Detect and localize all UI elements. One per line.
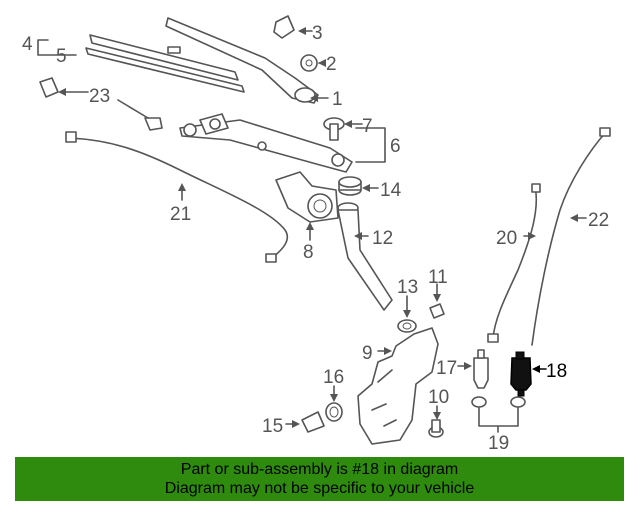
callout-19: 19: [488, 433, 509, 454]
wiper-linkage-part-6[interactable]: [179, 113, 353, 173]
callout-7: 7: [362, 116, 373, 137]
hose-part-22[interactable]: [531, 127, 611, 346]
nut-part-2[interactable]: [300, 54, 318, 72]
callout-16: 16: [323, 367, 344, 388]
seal-part-13[interactable]: [397, 319, 417, 333]
bolt-part-10[interactable]: [428, 419, 444, 438]
washer-pump-part-18-highlighted[interactable]: [510, 351, 532, 397]
filler-neck-part-12[interactable]: [337, 202, 393, 311]
washer-pump-part-17[interactable]: [473, 349, 489, 389]
leader-6: [355, 127, 386, 163]
callout-22: 22: [588, 210, 609, 231]
callout-11: 11: [428, 267, 448, 288]
grommet-part-16[interactable]: [325, 402, 343, 422]
callout-20: 20: [496, 228, 517, 249]
wiper-arm-part-1[interactable]: [165, 17, 319, 104]
callout-8: 8: [303, 242, 314, 263]
callout-10: 10: [428, 387, 449, 408]
callout-18: 18: [546, 361, 567, 382]
callout-3: 3: [312, 23, 323, 44]
grommet-part-14[interactable]: [338, 176, 362, 196]
callout-12: 12: [372, 228, 393, 249]
grommet-part-19[interactable]: [471, 396, 526, 408]
clip-part-11[interactable]: [429, 303, 445, 319]
callout-13: 13: [397, 277, 418, 298]
hose-part-20[interactable]: [487, 183, 541, 343]
callout-9: 9: [362, 343, 373, 364]
wiper-blade-part-4-5[interactable]: [85, 34, 245, 93]
leader-19: [478, 407, 519, 433]
callout-23: 23: [89, 86, 110, 107]
parts-diagram: 4 5 1 3 2 23 6 7: [22, 15, 611, 454]
callout-17: 17: [436, 358, 457, 379]
callout-5: 5: [56, 46, 67, 67]
leader-4-5: [37, 39, 77, 56]
banner-line-1: Part or sub-assembly is #18 in diagram: [180, 461, 459, 478]
washer-reservoir-part-9[interactable]: [357, 327, 439, 445]
callout-4: 4: [22, 34, 33, 55]
cap-part-3[interactable]: [273, 15, 295, 39]
washer-hose-part-21[interactable]: [65, 131, 289, 263]
bolt-part-15[interactable]: [301, 411, 325, 433]
callout-15: 15: [262, 416, 283, 437]
wiper-motor-part-8[interactable]: [275, 171, 339, 223]
callout-21: 21: [170, 204, 191, 225]
banner-line-2: Diagram may not be specific to your vehi…: [164, 480, 475, 497]
bolt-part-7[interactable]: [323, 117, 345, 141]
callout-6: 6: [390, 136, 401, 157]
callout-1: 1: [332, 89, 343, 110]
callout-2: 2: [326, 54, 337, 75]
info-banner: Part or sub-assembly is #18 in diagram D…: [15, 457, 624, 501]
callout-14: 14: [380, 180, 402, 201]
